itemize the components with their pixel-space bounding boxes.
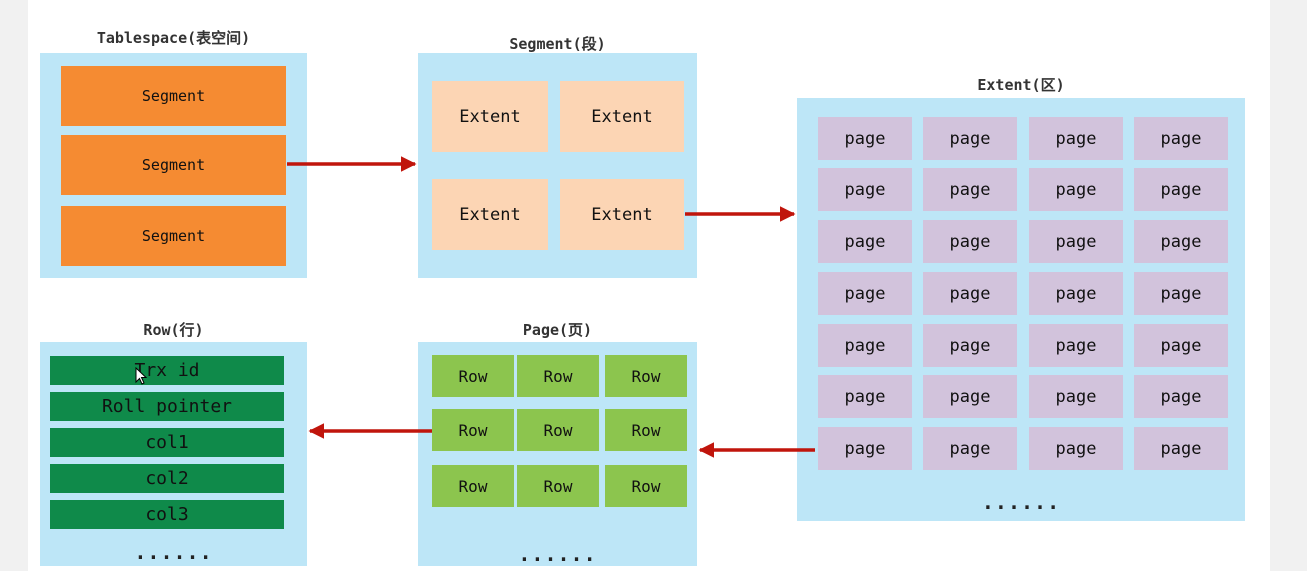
- extent-title: Extent(区): [977, 76, 1065, 94]
- page-box: page: [1134, 117, 1228, 160]
- page-title: Page(页): [522, 321, 593, 339]
- segment-box-3: Segment: [61, 206, 286, 266]
- extent-box-1: Extent: [432, 81, 548, 152]
- extent-ellipsis: ......: [981, 490, 1061, 514]
- row-title: Row(行): [143, 321, 204, 339]
- row-box: Row: [517, 465, 599, 507]
- extent-box-3: Extent: [432, 179, 548, 250]
- field-trx-id: Trx id: [50, 356, 284, 385]
- row-box: Row: [517, 409, 599, 451]
- page-box: page: [818, 324, 912, 367]
- field-col2: col2: [50, 464, 284, 493]
- row-box: Row: [432, 355, 514, 397]
- page-box: page: [1029, 168, 1123, 211]
- field-col1: col1: [50, 428, 284, 457]
- extent-box-2: Extent: [560, 81, 684, 152]
- page-box: page: [1134, 324, 1228, 367]
- page-box: page: [923, 272, 1017, 315]
- page-box: page: [818, 168, 912, 211]
- row-box: Row: [605, 355, 687, 397]
- page-box: page: [1029, 375, 1123, 418]
- page-box: page: [1134, 168, 1228, 211]
- page-box: page: [818, 220, 912, 263]
- row-box: Row: [605, 409, 687, 451]
- page-box: page: [923, 168, 1017, 211]
- mouse-cursor-icon: [135, 367, 148, 385]
- page-box: page: [923, 220, 1017, 263]
- page-box: page: [923, 427, 1017, 470]
- page-box: page: [1134, 375, 1228, 418]
- page-box: page: [1029, 272, 1123, 315]
- page-box: page: [923, 375, 1017, 418]
- row-box: Row: [432, 465, 514, 507]
- page-box: page: [1134, 427, 1228, 470]
- page-box: page: [1029, 427, 1123, 470]
- page-box: page: [1029, 324, 1123, 367]
- page-box: page: [818, 117, 912, 160]
- page-box: page: [818, 375, 912, 418]
- segment-title: Segment(段): [509, 35, 606, 53]
- row-ellipsis: ......: [134, 540, 213, 564]
- field-col3: col3: [50, 500, 284, 529]
- page-box: page: [818, 272, 912, 315]
- page-box: page: [1029, 220, 1123, 263]
- tablespace-title: Tablespace(表空间): [96, 29, 251, 47]
- page-box: page: [923, 117, 1017, 160]
- segment-box-2: Segment: [61, 135, 286, 195]
- page-box: page: [1134, 272, 1228, 315]
- page-box: page: [923, 324, 1017, 367]
- field-roll-pointer: Roll pointer: [50, 392, 284, 421]
- page-box: page: [818, 427, 912, 470]
- segment-box-1: Segment: [61, 66, 286, 126]
- row-box: Row: [432, 409, 514, 451]
- page-box: page: [1029, 117, 1123, 160]
- page-box: page: [1134, 220, 1228, 263]
- row-box: Row: [517, 355, 599, 397]
- extent-box-4: Extent: [560, 179, 684, 250]
- row-box: Row: [605, 465, 687, 507]
- page-ellipsis: ......: [518, 542, 597, 566]
